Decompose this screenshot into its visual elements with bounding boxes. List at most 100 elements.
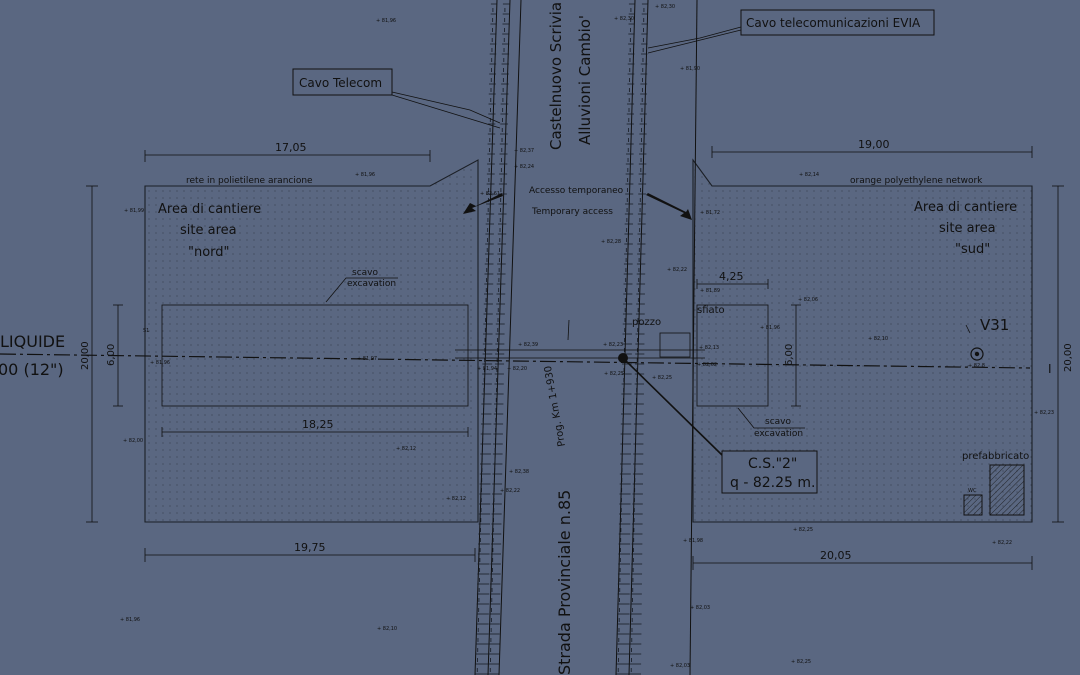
shaft-word-2: pozzo bbox=[632, 317, 661, 328]
masonry-block bbox=[618, 533, 631, 542]
dim-south-top-label: 19,00 bbox=[858, 138, 890, 151]
masonry-block bbox=[484, 283, 494, 292]
access-en: Temporary access bbox=[531, 207, 613, 217]
masonry-block bbox=[625, 183, 634, 192]
cavo-evia-leader bbox=[647, 26, 742, 49]
masonry-block bbox=[496, 283, 506, 292]
spot-elevation-5: + 81,96 bbox=[355, 172, 375, 178]
masonry-block bbox=[639, 123, 647, 132]
masonry-block bbox=[476, 603, 489, 612]
masonry-block bbox=[624, 253, 633, 262]
dim-north-bottom-label: 19,75 bbox=[294, 541, 326, 554]
spot-elevation-25: + 82,23 bbox=[1034, 410, 1054, 416]
masonry-block bbox=[626, 123, 634, 132]
cs-box bbox=[721, 450, 818, 494]
masonry-block bbox=[621, 403, 632, 412]
masonry-block bbox=[501, 83, 509, 92]
masonry-block bbox=[623, 303, 633, 312]
v31-tick bbox=[965, 324, 971, 334]
masonry-block bbox=[476, 623, 489, 632]
spot-elevation-6: + 82,37 bbox=[514, 148, 534, 154]
masonry-block bbox=[625, 163, 634, 172]
section-mark: S1 bbox=[143, 328, 149, 334]
masonry-block bbox=[620, 433, 632, 442]
masonry-block bbox=[622, 343, 632, 352]
cs-point-icon bbox=[618, 353, 628, 363]
masonry-block bbox=[629, 633, 642, 642]
south-excavation bbox=[696, 304, 769, 407]
masonry-block bbox=[625, 173, 634, 182]
masonry-block bbox=[479, 473, 491, 482]
masonry-block bbox=[634, 383, 645, 392]
road-progressive: Prog. Km 1+930 bbox=[543, 365, 568, 448]
north-area-line3: "nord" bbox=[188, 245, 230, 260]
dim-south-bottom: 20,05 bbox=[692, 549, 1033, 570]
masonry-block bbox=[629, 663, 642, 672]
masonry-block bbox=[621, 383, 632, 392]
masonry-block bbox=[622, 333, 633, 342]
masonry-block bbox=[477, 573, 490, 582]
v31-label: V31 bbox=[980, 316, 1009, 334]
masonry-block bbox=[640, 73, 648, 82]
masonry-block bbox=[619, 493, 631, 502]
masonry-block bbox=[636, 263, 646, 272]
masonry-block bbox=[482, 373, 493, 382]
masonry-block bbox=[621, 413, 632, 422]
masonry-block bbox=[620, 463, 631, 472]
masonry-block bbox=[500, 113, 509, 122]
road-west-edge bbox=[474, 0, 522, 675]
masonry-block bbox=[638, 203, 646, 212]
masonry-block bbox=[489, 603, 501, 612]
masonry-block bbox=[486, 173, 495, 182]
masonry-block bbox=[488, 673, 500, 675]
spot-elevation-32: + 82,22 bbox=[500, 488, 520, 494]
dim-north-top: 17,05 bbox=[144, 141, 431, 162]
masonry-block bbox=[637, 243, 646, 252]
masonry-block bbox=[627, 63, 635, 72]
cavo-evia-label: Cavo telecomunicazioni EVIA bbox=[746, 16, 921, 30]
masonry-block bbox=[633, 423, 644, 432]
masonry-block bbox=[485, 213, 495, 222]
masonry-block bbox=[640, 63, 648, 72]
south-area-line3: "sud" bbox=[955, 242, 990, 257]
masonry-block bbox=[619, 483, 631, 492]
masonry-block bbox=[496, 303, 506, 312]
masonry-block bbox=[618, 563, 630, 572]
spot-elevation-18: + 82,23 bbox=[603, 342, 623, 348]
cavo-evia-box bbox=[740, 9, 935, 36]
spot-elevation-37: + 81,96 bbox=[120, 617, 140, 623]
south-site-area bbox=[692, 158, 1033, 523]
masonry-block bbox=[616, 623, 630, 632]
cs-leader bbox=[624, 359, 723, 456]
masonry-block bbox=[636, 303, 645, 312]
masonry-block bbox=[490, 553, 501, 562]
masonry-block bbox=[484, 293, 494, 302]
dim-north-exc-height: 6,00 bbox=[106, 304, 123, 407]
masonry-block bbox=[489, 623, 500, 632]
cs-line2: q - 82.25 m. bbox=[730, 475, 815, 491]
north-excavation-it: scavo bbox=[352, 268, 378, 278]
masonry-block bbox=[498, 203, 507, 212]
masonry-block bbox=[478, 543, 490, 552]
masonry-block bbox=[634, 393, 644, 402]
masonry-block bbox=[478, 523, 491, 532]
masonry-block bbox=[626, 113, 634, 122]
dim-north-exc: 18,25 bbox=[161, 418, 469, 437]
masonry-block bbox=[491, 523, 502, 532]
cavo-telecom-label: Cavo Telecom bbox=[299, 76, 382, 90]
masonry-block bbox=[500, 93, 509, 102]
spot-elevation-39: + 82,03 bbox=[690, 605, 710, 611]
spot-elevation-0: + 81,96 bbox=[376, 18, 396, 24]
shaft-word-1: sfiato bbox=[697, 305, 725, 316]
masonry-block bbox=[630, 603, 642, 612]
spot-elevation-31: + 82,38 bbox=[509, 469, 529, 475]
masonry-block bbox=[494, 373, 504, 382]
masonry-block bbox=[639, 153, 647, 162]
masonry-block bbox=[484, 263, 494, 272]
spot-elevation-10: + 81,72 bbox=[700, 210, 720, 216]
masonry-block bbox=[641, 23, 648, 32]
spot-elevation-13: + 82,06 bbox=[798, 297, 818, 303]
masonry-block bbox=[635, 353, 645, 362]
spot-elevation-11: + 82,28 bbox=[601, 239, 621, 245]
